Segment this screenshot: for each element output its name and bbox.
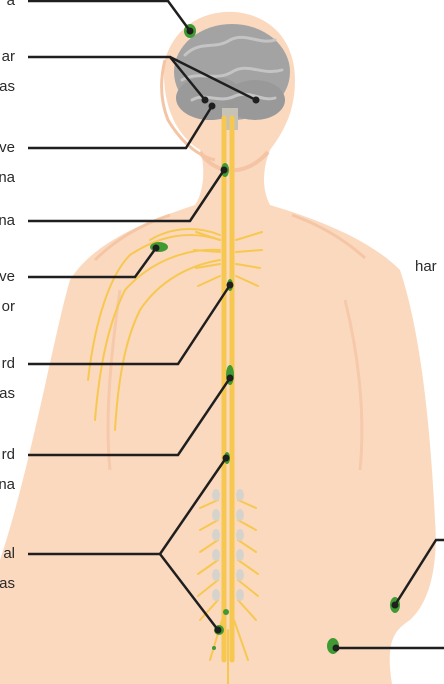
label-right-1: har: [415, 252, 437, 282]
label-1: a: [7, 0, 15, 16]
label-6: rd as: [0, 349, 15, 409]
label-8: al as: [0, 539, 15, 599]
label-3: ve na: [0, 133, 15, 193]
leader-line: [28, 170, 224, 221]
leader-line: [28, 1, 190, 31]
brain: [174, 24, 290, 130]
label-5: ve or: [0, 262, 15, 322]
label-7: rd na: [0, 440, 15, 500]
label-2: ar as: [0, 42, 15, 102]
label-4: na: [0, 206, 15, 236]
tumor-marker: [223, 609, 229, 615]
tumor-marker: [212, 646, 216, 650]
